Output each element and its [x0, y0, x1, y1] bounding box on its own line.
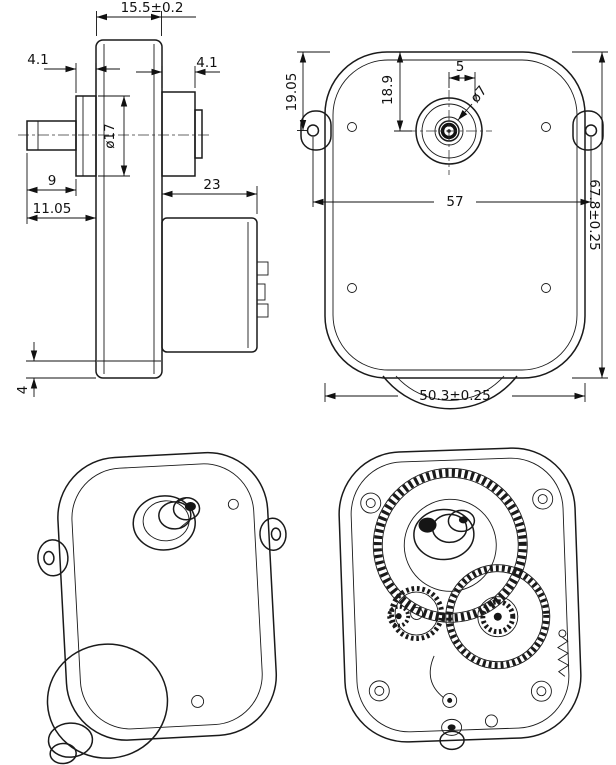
- dim-shaft-length-label: 9: [48, 173, 57, 189]
- gear-large: [373, 468, 527, 622]
- gearbox-body-front: [324, 51, 586, 379]
- motor-behind-arc: [382, 375, 518, 410]
- dim-bottom-step-label: 4: [15, 386, 31, 395]
- shaft-d-hole: [418, 517, 437, 533]
- screw-boss: [368, 680, 390, 702]
- iso-view-internal: [338, 447, 582, 751]
- side-view: [18, 39, 269, 379]
- case-hole: [484, 714, 498, 728]
- lever-arm: [429, 655, 444, 698]
- front-view-dimensions: 19.05 18.9 5 ø7 57 67.8±0.25 50.3±0.25: [284, 51, 608, 404]
- mounting-ear-right-iso: [259, 517, 287, 552]
- motor-terminal: [256, 283, 266, 301]
- case-hole: [227, 498, 239, 510]
- bearing-hub-side: [75, 95, 97, 177]
- shaft-hole-iso: [184, 502, 196, 512]
- output-shaft-side: [26, 120, 77, 151]
- dim-body-height-label: 67.8±0.25: [586, 179, 602, 250]
- gear-pinion: [480, 599, 516, 635]
- spring: [557, 636, 570, 677]
- side-view-dimensions: 15.5±0.2 4.1 4.1 ø17 9 11.05 23: [15, 0, 258, 397]
- motor-iso: [46, 643, 169, 759]
- dim-body-width-label: 50.3±0.25: [419, 388, 490, 404]
- dim-boss-width-label: 4.1: [196, 55, 217, 71]
- dim-ear-hole-from-top-label: 19.05: [284, 73, 300, 112]
- ear-hole-left-iso: [43, 550, 55, 566]
- dim-body-width-label: 15.5±0.2: [121, 0, 184, 16]
- ear-hole-right: [584, 124, 598, 137]
- screw-hole: [541, 283, 551, 293]
- front-view: [300, 51, 604, 410]
- dim-hub-width-label: 4.1: [27, 52, 48, 68]
- gear-small: [389, 586, 445, 642]
- dim-motor-depth-label: 23: [203, 177, 220, 193]
- gearbox-body-iso: [57, 451, 278, 741]
- ear-hole-right-iso: [270, 527, 282, 541]
- gear-tiny: [387, 604, 411, 628]
- dim-hub-diameter-label: ø17: [102, 123, 118, 148]
- screw-boss: [360, 492, 382, 514]
- motor-terminal: [256, 261, 269, 276]
- dim-shaft-offset-label: 5: [456, 59, 465, 75]
- screw-boss: [532, 488, 554, 510]
- screw-boss: [530, 680, 552, 702]
- case-hole: [191, 694, 205, 708]
- gearbox-open-body: [338, 447, 582, 743]
- motor-terminal: [256, 303, 269, 318]
- mounting-ear-right: [572, 110, 604, 151]
- gearbox-body-side: [95, 39, 163, 379]
- gear-medium: [446, 565, 550, 669]
- dim-shaft-total-label: 11.05: [33, 201, 72, 217]
- screw-hole: [541, 122, 551, 132]
- motor-boss-side: [161, 91, 196, 177]
- dim-shaft-from-top-label: 18.9: [380, 75, 396, 105]
- dim-shaft-diameter-label: ø7: [467, 83, 490, 106]
- mounting-ear-left-iso: [37, 539, 69, 577]
- shaft-boss-iso: [132, 495, 196, 551]
- screw-hole: [347, 122, 357, 132]
- dim-mounting-hole-span-label: 57: [446, 194, 463, 210]
- screw-hole: [347, 283, 357, 293]
- motor-side: [161, 217, 258, 353]
- iso-view-assembled: [37, 451, 287, 765]
- output-shaft-gears: [447, 509, 476, 533]
- ear-hole-left: [306, 124, 320, 137]
